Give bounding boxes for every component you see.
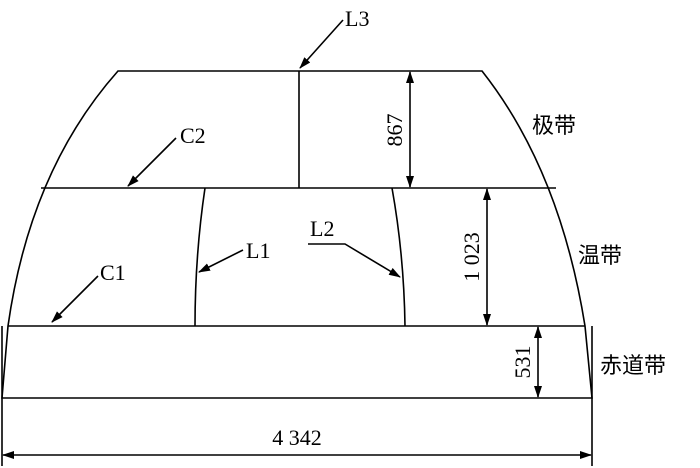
label-C2: C2 [180,123,206,148]
label-C1: C1 [100,260,126,285]
zone-equatorial: 赤道带 [600,354,666,379]
seam-L1 [194,187,206,327]
leader-L2 [308,243,401,278]
zone-temperate: 温带 [578,244,622,269]
zone-polar: 极带 [532,114,576,139]
label-L2: L2 [310,216,334,241]
leader-L1 [198,249,244,273]
dim-equatorial-text: 531 [510,346,535,379]
dome-outline [1,70,593,399]
leader-L3 [299,19,344,69]
leader-C1 [51,275,99,323]
dim-width-text: 4 342 [272,425,322,450]
leader-C2 [127,137,177,187]
dim-temperate-text: 1 023 [459,232,484,282]
label-L3: L3 [345,6,369,31]
label-L1: L1 [246,238,270,263]
dim-polar-text: 867 [382,114,407,147]
seam-L2 [391,187,406,327]
